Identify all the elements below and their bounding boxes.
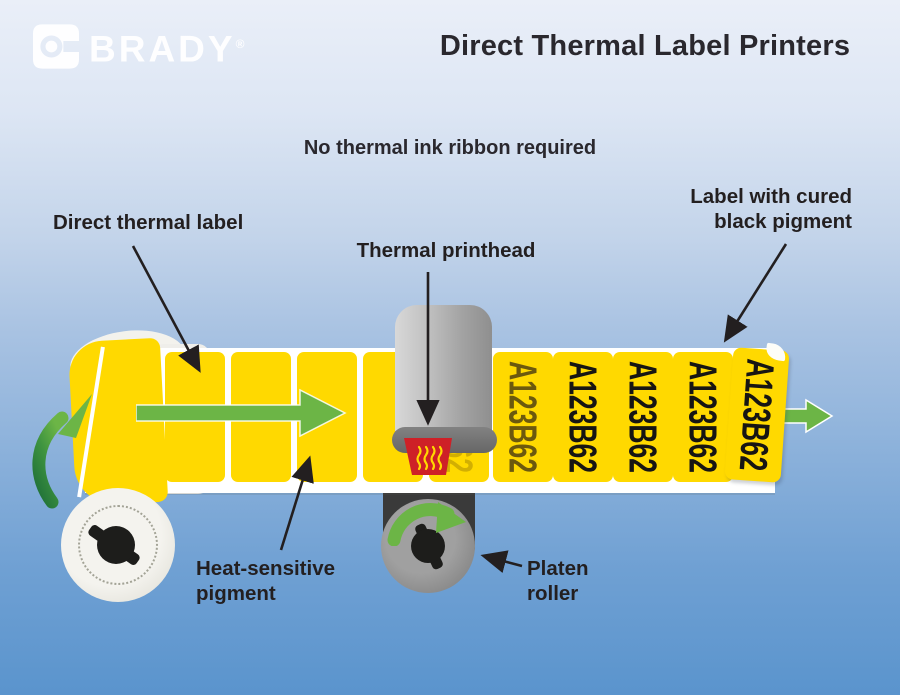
unwind-arrow bbox=[32, 394, 92, 509]
label-text: A123B62 bbox=[500, 360, 546, 474]
callout-heat-sensitive-line1: Heat-sensitive bbox=[196, 557, 336, 580]
callout-heat-sensitive: Heat-sensitive pigment bbox=[196, 556, 335, 606]
callout-platen-roller: Platen roller bbox=[527, 556, 589, 606]
peeled-printed-label: A123B62 bbox=[724, 347, 790, 483]
label-text: A123B62 bbox=[620, 360, 666, 474]
callout-label-cured-line2: black pigment bbox=[714, 210, 852, 233]
printed-label: A123B62 bbox=[673, 352, 733, 482]
label-roll-face bbox=[61, 488, 175, 602]
heater-element-icon bbox=[404, 438, 452, 475]
thermal-printhead-body bbox=[395, 305, 492, 431]
brady-logo: BRADY® bbox=[33, 21, 244, 72]
label-text: A123B62 bbox=[560, 360, 606, 474]
roll-spindle-hub bbox=[97, 526, 135, 564]
feed-direction-arrow bbox=[136, 388, 347, 438]
callout-label-cured: Label with cured black pigment bbox=[640, 184, 852, 234]
callout-direct-thermal-label: Direct thermal label bbox=[53, 211, 244, 234]
printed-label: A123B62 bbox=[553, 352, 613, 482]
platen-rotation-arrow bbox=[387, 502, 466, 546]
roll-face-dotted-ring bbox=[78, 505, 158, 585]
subtitle: No thermal ink ribbon required bbox=[303, 137, 597, 159]
page-title: Direct Thermal Label Printers bbox=[439, 30, 851, 62]
printed-label: A123B62 bbox=[613, 352, 673, 482]
arrow-label-cured bbox=[723, 243, 788, 343]
label-text: A123B62 bbox=[680, 360, 726, 474]
callout-label-cured-line1: Label with cured bbox=[690, 185, 852, 208]
callout-platen-roller-line1: Platen bbox=[527, 557, 589, 580]
callout-thermal-printhead: Thermal printhead bbox=[356, 239, 536, 262]
platen-spindle-hub bbox=[411, 529, 445, 563]
brady-logo-icon bbox=[33, 24, 79, 69]
callout-platen-roller-line2: roller bbox=[527, 582, 579, 605]
registered-mark: ® bbox=[235, 37, 245, 51]
partially-printed-label: A123B62 bbox=[493, 352, 553, 482]
callout-heat-sensitive-line2: pigment bbox=[196, 582, 276, 605]
label-text: A123B62 bbox=[730, 357, 784, 473]
arrow-platen-roller bbox=[480, 550, 523, 573]
exit-direction-arrow bbox=[779, 398, 834, 434]
brady-wordmark: BRADY® bbox=[89, 28, 245, 70]
